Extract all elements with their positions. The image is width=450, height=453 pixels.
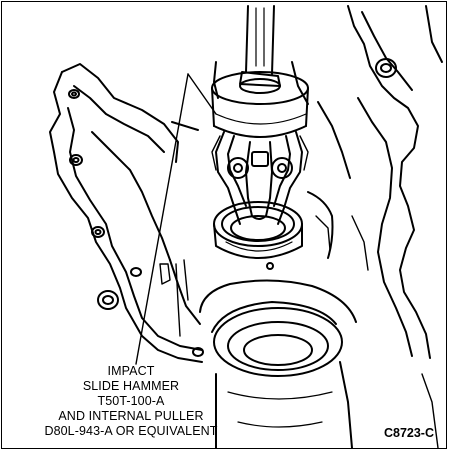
flange-bolt-holes — [68, 89, 204, 357]
puller-head — [211, 71, 309, 138]
tool-callout-label: IMPACT SLIDE HAMMER T50T-100-A AND INTER… — [20, 364, 242, 439]
slide-hammer-shaft — [239, 5, 281, 87]
figure-id: C8723-C — [383, 426, 434, 440]
callout-line-3: T50T-100-A — [97, 394, 165, 408]
case-left-flange — [49, 63, 203, 363]
callout-line-4: AND INTERNAL PULLER — [58, 409, 204, 423]
callout-line-1: IMPACT — [107, 364, 155, 378]
callout-line-5: D80L-943-A OR EQUIVALENT — [44, 424, 218, 438]
leader-line — [135, 73, 217, 365]
lower-bore — [199, 279, 357, 449]
seal-bore — [213, 201, 303, 270]
case-ribs — [159, 215, 439, 449]
callout-line-2: SLIDE HAMMER — [82, 379, 180, 393]
